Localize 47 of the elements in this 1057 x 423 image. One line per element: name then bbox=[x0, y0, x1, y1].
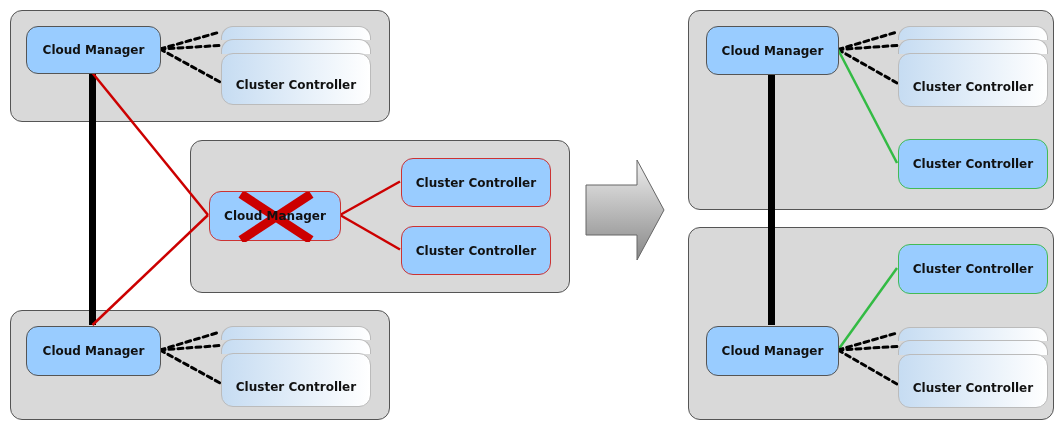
component-box bbox=[898, 139, 1048, 189]
stacked-box bbox=[898, 327, 1048, 341]
stacked-box bbox=[221, 326, 371, 340]
component-box bbox=[898, 244, 1048, 294]
node-label: Cloud Manager bbox=[42, 43, 145, 57]
node-label: Cluster Controller bbox=[912, 381, 1034, 395]
connector-line bbox=[91, 72, 209, 216]
dashed-connector bbox=[158, 47, 222, 84]
node-label: Cluster Controller bbox=[912, 262, 1034, 276]
dashed-connector bbox=[836, 348, 899, 386]
node-label: Cloud Manager bbox=[721, 43, 824, 58]
site-panel bbox=[10, 10, 390, 122]
component-box bbox=[401, 158, 551, 207]
component-box bbox=[26, 26, 161, 74]
connector-line bbox=[768, 74, 775, 325]
site-panel bbox=[688, 10, 1054, 210]
component-box bbox=[706, 326, 839, 376]
cluster-controller-box bbox=[221, 53, 371, 105]
site-panel bbox=[10, 310, 390, 420]
cluster-controller-box bbox=[221, 353, 371, 407]
cluster-controller-box bbox=[898, 354, 1048, 408]
site-panel bbox=[688, 227, 1054, 420]
connector-line bbox=[837, 267, 898, 351]
node-label: Cluster Controller bbox=[415, 243, 537, 258]
connector-line bbox=[91, 214, 209, 326]
connector-line bbox=[89, 73, 96, 325]
node-label: Cluster Controller bbox=[235, 380, 357, 394]
connector-line bbox=[339, 213, 401, 251]
stacked-box bbox=[898, 26, 1048, 40]
node-label: Cluster Controller bbox=[415, 175, 537, 190]
site-panel bbox=[190, 140, 570, 293]
connector-line bbox=[339, 180, 401, 217]
component-box bbox=[706, 26, 839, 75]
dashed-connector bbox=[158, 348, 222, 385]
node-label: Cluster Controller bbox=[912, 80, 1034, 94]
component-box bbox=[209, 191, 341, 241]
stacked-box bbox=[221, 26, 371, 40]
cluster-controller-box bbox=[898, 53, 1048, 107]
component-box bbox=[401, 226, 551, 275]
node-label: Cloud Manager bbox=[721, 344, 824, 358]
dashed-connector bbox=[836, 30, 899, 51]
component-box bbox=[26, 326, 161, 376]
node-label: Cloud Manager bbox=[42, 344, 145, 358]
dashed-connector bbox=[836, 44, 899, 51]
node-label: Cluster Controller bbox=[912, 157, 1034, 171]
node-label: Cluster Controller bbox=[235, 78, 357, 92]
connector-line bbox=[836, 48, 899, 164]
